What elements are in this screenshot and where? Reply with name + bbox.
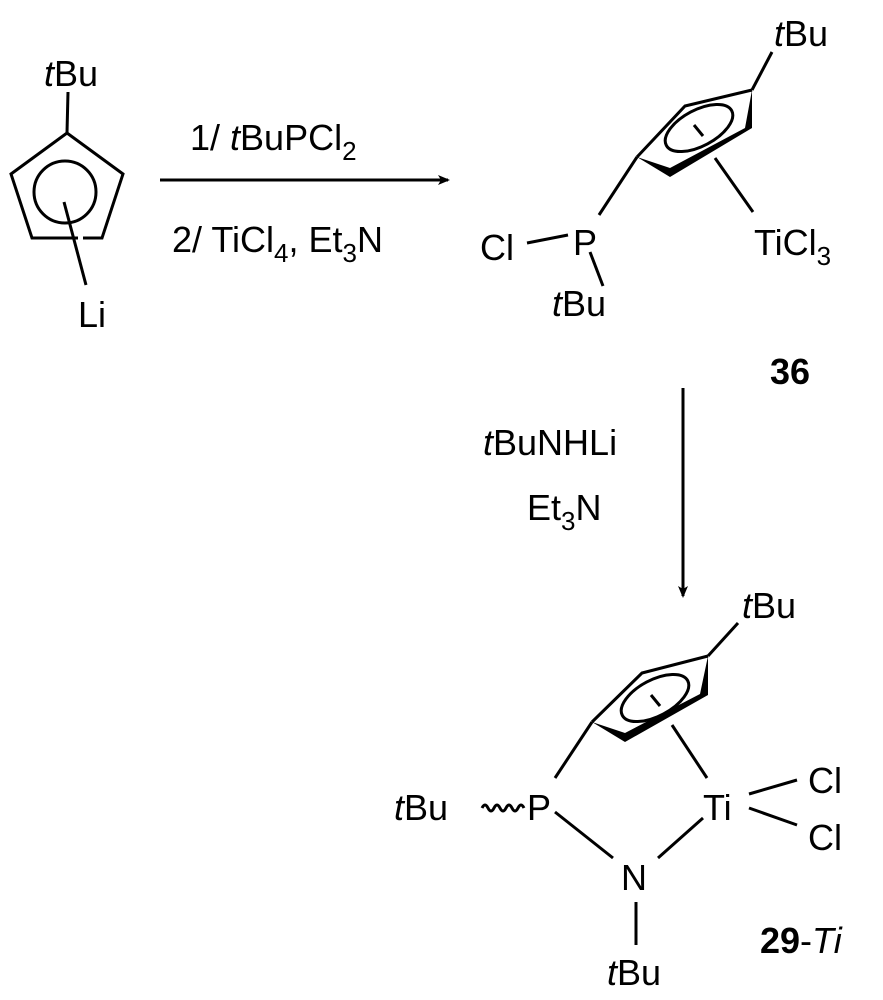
- c36-aromatic-ellipse: [663, 102, 735, 154]
- c29-ring-ti-bond: [670, 724, 709, 779]
- c29-ti-cl-top-bond: [748, 778, 798, 796]
- c36-cl-label: Cl: [480, 227, 514, 268]
- sm-tbu-bond: [65, 91, 70, 134]
- c36-p-ring-bond: [597, 156, 639, 216]
- c29-centroid-tick: [649, 694, 662, 707]
- c36-centroid-tick: [692, 124, 705, 137]
- c29-ti-label: Ti: [703, 787, 732, 828]
- c36-ticl3-label: TiCl3: [754, 222, 831, 271]
- c29-tbu-bond: [706, 621, 740, 658]
- c29-aromatic-ellipse: [619, 672, 691, 724]
- aromatic-circle: [32, 159, 98, 225]
- c29-p-n-bond: [554, 810, 614, 860]
- step2-reagent-1: tBuNHLi: [483, 422, 617, 463]
- c36-ti-bond: [713, 157, 755, 213]
- c29-n-ti-bond: [657, 816, 704, 860]
- c29-p-label: P: [527, 787, 551, 828]
- step1: 1/ tBuPCl2 2/ TiCl4, Et3N: [160, 117, 450, 268]
- c29-wavy-bond: [480, 803, 526, 813]
- sm-li-bond: [62, 201, 88, 286]
- c36-ring-back-edges: [635, 88, 753, 159]
- c36-ring-tbu-label: tBu: [774, 13, 828, 54]
- c36-tbu-bond: [750, 51, 774, 91]
- compound-29-ti: tBu P tBu N Ti Cl Cl tBu 29-Ti: [394, 585, 843, 993]
- c29-n-label: N: [621, 857, 647, 898]
- c29-ring-p-bond: [553, 721, 594, 779]
- c29-ring-tbu-label: tBu: [742, 585, 796, 626]
- compound-36: tBu P Cl tBu TiCl3 36: [480, 13, 831, 392]
- c36-ring-front-wedge: [637, 90, 752, 177]
- step1-reagent-1: 1/ tBuPCl2: [190, 117, 357, 166]
- c29-cl-top-label: Cl: [808, 760, 842, 801]
- c29-compound-label: 29-Ti: [760, 920, 843, 961]
- c29-ring-back-edges: [590, 654, 709, 724]
- c29-ti-cl-bottom-bond: [748, 806, 798, 827]
- starting-material: tBu Li: [9, 53, 125, 335]
- sm-tbu-label: tBu: [44, 53, 98, 94]
- c29-n-tbu-label: tBu: [607, 952, 661, 993]
- c29-ring-front-wedge: [592, 656, 708, 742]
- c29-p-tbu-label: tBu: [394, 787, 448, 828]
- c36-compound-number: 36: [770, 351, 810, 392]
- c36-p-tbu-bond: [588, 251, 605, 287]
- cyclopentadienyl-ring: [9, 131, 125, 240]
- step2-reagent-2: Et3N: [527, 487, 601, 536]
- sm-li-label: Li: [78, 294, 106, 335]
- c36-p-tbu-label: tBu: [552, 283, 606, 324]
- step2: tBuNHLi Et3N: [483, 388, 688, 598]
- c29-cl-bottom-label: Cl: [808, 817, 842, 858]
- step1-reagent-2: 2/ TiCl4, Et3N: [172, 219, 383, 268]
- c36-p-cl-bond: [526, 233, 569, 245]
